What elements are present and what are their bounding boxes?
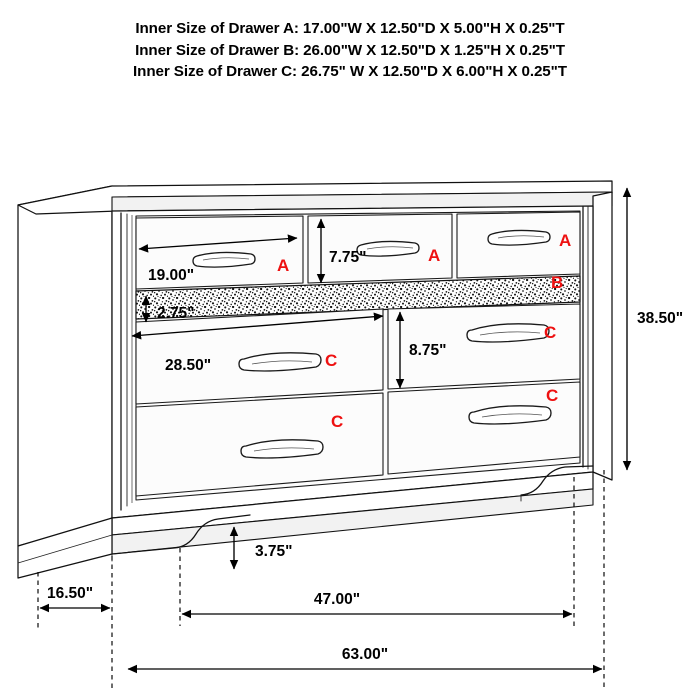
drawer-c-middle-left-handle[interactable] — [238, 352, 322, 372]
dimension-38-50-label: 38.50" — [637, 310, 683, 327]
base-left-return-fold — [17, 534, 113, 564]
extension-lines — [37, 470, 605, 690]
spec-line-drawer-c: Inner Size of Drawer C: 26.75" W X 12.50… — [133, 63, 567, 80]
spec-line-drawer-b: Inner Size of Drawer B: 26.00"W X 12.50"… — [135, 41, 565, 59]
drawer-tag-c-mid-left: C — [325, 351, 337, 370]
drawer-c-bottom-left-handle[interactable] — [240, 439, 324, 459]
dimension-28-50-label: 28.50" — [165, 357, 211, 374]
dimension-63-00-label: 63.00" — [342, 646, 388, 663]
dimension-3-75: 3.75" — [229, 526, 293, 570]
dimension-38-50: 38.50" — [622, 187, 683, 471]
drawer-a-top-middle-handle[interactable] — [356, 240, 420, 257]
dimension-8-75-label: 8.75" — [409, 342, 447, 359]
drawer-c-middle-right-handle[interactable] — [466, 323, 550, 343]
dimension-16-50: 16.50" — [39, 585, 111, 613]
dimension-47-00: 47.00" — [181, 591, 573, 619]
drawer-tag-a-top-right: A — [559, 231, 571, 250]
drawer-tag-c-low-left: C — [331, 412, 343, 431]
dimension-63-00: 63.00" — [127, 646, 603, 674]
dimension-7-75: 7.75" — [316, 218, 367, 284]
dimension-2-75-label: 2.75" — [157, 305, 195, 322]
dimension-19-00-line — [138, 234, 298, 253]
glitter-accent-band-b[interactable] — [135, 275, 581, 320]
drawer-a-top-right-handle[interactable] — [487, 229, 551, 246]
dimension-16-50-label: 16.50" — [47, 585, 93, 602]
foot-arch-right — [520, 465, 594, 496]
dimension-3-75-label: 3.75" — [255, 543, 293, 560]
drawer-tags: A A A B C C C C — [277, 231, 571, 431]
drawer-a-top-left-handle[interactable] — [192, 251, 256, 268]
dimension-28-50-line — [131, 312, 384, 340]
drawer-c-bottom-right — [387, 381, 581, 475]
drawer-tag-c-mid-right: C — [544, 323, 556, 342]
dimension-19-00: 19.00" — [138, 234, 298, 284]
dimension-47-00-label: 47.00" — [314, 591, 360, 608]
foot-arch-left — [111, 514, 251, 555]
drawer-c-bottom-right-handle[interactable] — [468, 405, 552, 425]
drawer-tag-a-top-middle: A — [428, 246, 440, 265]
dimension-7-75-label: 7.75" — [329, 249, 367, 266]
right-side-edge — [592, 191, 613, 481]
cabinet-body — [17, 180, 613, 579]
drawer-tag-a-top-left: A — [277, 256, 289, 275]
drawer-tag-b-band: B — [551, 273, 563, 292]
dimension-19-00-label: 19.00" — [148, 267, 194, 284]
spec-header: Inner Size of Drawer A: 17.00"W X 12.50"… — [0, 18, 700, 83]
left-side-panel — [17, 185, 113, 547]
dimension-8-75: 8.75" — [395, 311, 447, 389]
spec-line-drawer-a: Inner Size of Drawer A: 17.00"W X 12.50"… — [135, 20, 565, 37]
dimension-28-50: 28.50" — [131, 312, 384, 374]
drawer-tag-c-low-right: C — [546, 386, 558, 405]
